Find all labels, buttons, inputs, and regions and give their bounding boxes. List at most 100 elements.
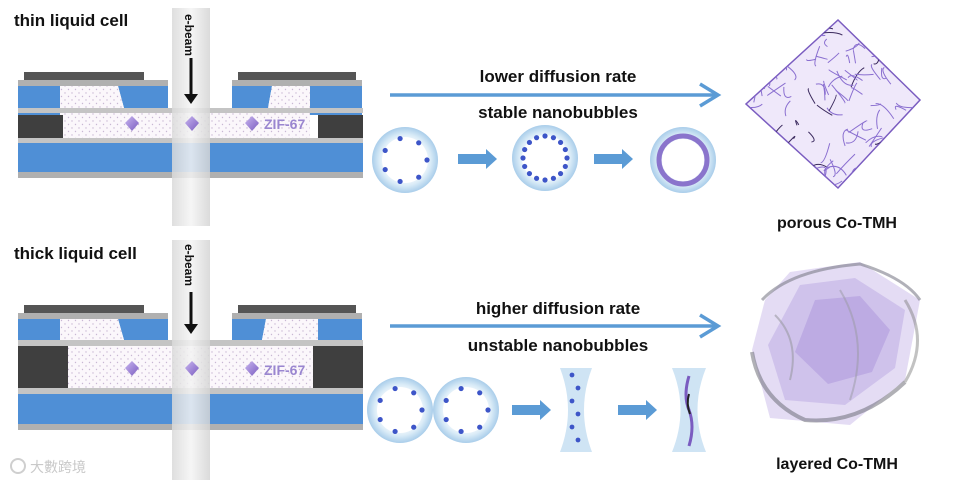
nanoparticle	[522, 163, 528, 170]
mesh-strand	[823, 32, 843, 36]
nanoparticle	[569, 424, 575, 430]
mesh-strand	[763, 128, 771, 149]
nanoparticle	[377, 416, 383, 423]
mesh-strand	[746, 78, 752, 86]
nanoparticle	[533, 135, 540, 141]
mesh-strand	[835, 89, 849, 102]
mesh-strand	[814, 46, 821, 67]
nanoparticle	[562, 146, 568, 153]
nanoparticle	[477, 390, 483, 396]
nanoparticle	[542, 177, 548, 183]
mesh-strand	[912, 69, 920, 79]
nanoparticle	[575, 385, 581, 391]
mesh-strand	[763, 176, 779, 188]
nanoparticle	[569, 398, 575, 404]
mesh-strand	[847, 75, 863, 81]
zif-crystal	[185, 116, 199, 131]
mesh-strand	[754, 144, 764, 163]
nanoparticle	[477, 424, 483, 430]
mesh-strand	[876, 176, 879, 188]
mesh-strand	[746, 152, 751, 162]
mesh-strand	[746, 112, 752, 124]
mesh-strand	[763, 148, 781, 153]
mesh-strand	[746, 148, 748, 160]
mesh-strand	[787, 65, 797, 81]
watermark-logo-icon	[10, 458, 26, 474]
nanoparticle	[550, 175, 557, 181]
mesh-strand	[861, 21, 864, 34]
top-arrow-label-1: lower diffusion rate	[480, 67, 637, 86]
mesh-strand	[877, 150, 883, 155]
nanoparticle	[522, 146, 528, 153]
mesh-strand	[882, 67, 892, 85]
mesh-strand	[788, 44, 791, 52]
mesh-strand	[815, 55, 828, 60]
bottom-arrow-label-2: unstable nanobubbles	[468, 336, 648, 355]
mesh-strand	[774, 155, 779, 160]
mesh-strand	[774, 34, 789, 49]
nanoparticle	[382, 166, 388, 173]
mesh-strand	[851, 20, 857, 35]
mesh-strand	[881, 67, 887, 80]
mesh-strand	[889, 178, 895, 183]
nanoparticle	[526, 139, 533, 146]
zif-crystal	[245, 116, 259, 131]
mesh-strand	[908, 116, 916, 124]
nanoparticles	[569, 372, 581, 443]
mesh-strand	[820, 143, 831, 164]
mesh-strand	[749, 72, 767, 78]
mesh-strand	[875, 103, 895, 120]
nanoparticle	[526, 170, 533, 177]
mesh-strand	[851, 177, 866, 188]
mesh-strand	[911, 75, 915, 80]
zif-crystal	[125, 116, 139, 131]
porous-co-tmh	[744, 18, 922, 190]
mesh-strand	[884, 175, 888, 188]
mesh-strand	[746, 50, 750, 72]
layered-co-tmh	[750, 262, 922, 425]
thick-liquid-cell: e-beam ZIF-67	[18, 240, 363, 480]
mesh-strand	[803, 24, 814, 38]
nanoparticle	[382, 147, 388, 154]
mesh-strand	[848, 120, 868, 134]
mesh-strand	[905, 133, 920, 140]
mesh-strand	[746, 176, 753, 188]
zif-label: ZIF-67	[264, 362, 305, 378]
mesh-strand	[905, 20, 915, 23]
mesh-strand	[806, 183, 821, 188]
mesh-strand	[824, 38, 828, 48]
mesh-strand	[852, 50, 857, 64]
bottom-arrow-label-1: higher diffusion rate	[476, 299, 640, 318]
mesh-strand	[786, 24, 805, 35]
nanoparticle	[542, 133, 548, 139]
mesh-strand	[823, 80, 830, 96]
mesh-strand	[828, 94, 837, 112]
mesh-strand	[822, 84, 826, 101]
mesh-strand	[915, 144, 920, 157]
mesh-strand	[783, 86, 792, 98]
mesh-strand	[766, 82, 786, 96]
mesh-strand	[828, 69, 847, 81]
mesh-strand	[876, 145, 890, 152]
nanoparticle	[377, 397, 383, 404]
mesh-strand	[900, 25, 905, 38]
nanoparticle	[392, 428, 398, 435]
mesh-strand	[807, 88, 816, 104]
mesh-strand	[758, 71, 766, 81]
ebeam-label: e-beam	[182, 244, 196, 286]
mesh-strand	[867, 41, 883, 44]
mesh-strand	[806, 58, 817, 62]
nanoparticle	[575, 411, 581, 417]
mesh-strand	[824, 160, 834, 179]
mesh-strand	[827, 52, 840, 64]
mesh-strand	[795, 120, 800, 126]
nanoparticle	[411, 424, 417, 430]
nanoparticle	[458, 428, 464, 435]
mesh-strand	[826, 107, 843, 116]
mesh-strand	[895, 102, 915, 109]
mesh-strand	[894, 105, 907, 111]
zif-label: ZIF-67	[264, 116, 305, 132]
top-arrow-label-2: stable nanobubbles	[478, 103, 638, 122]
nanoparticle	[443, 416, 449, 423]
